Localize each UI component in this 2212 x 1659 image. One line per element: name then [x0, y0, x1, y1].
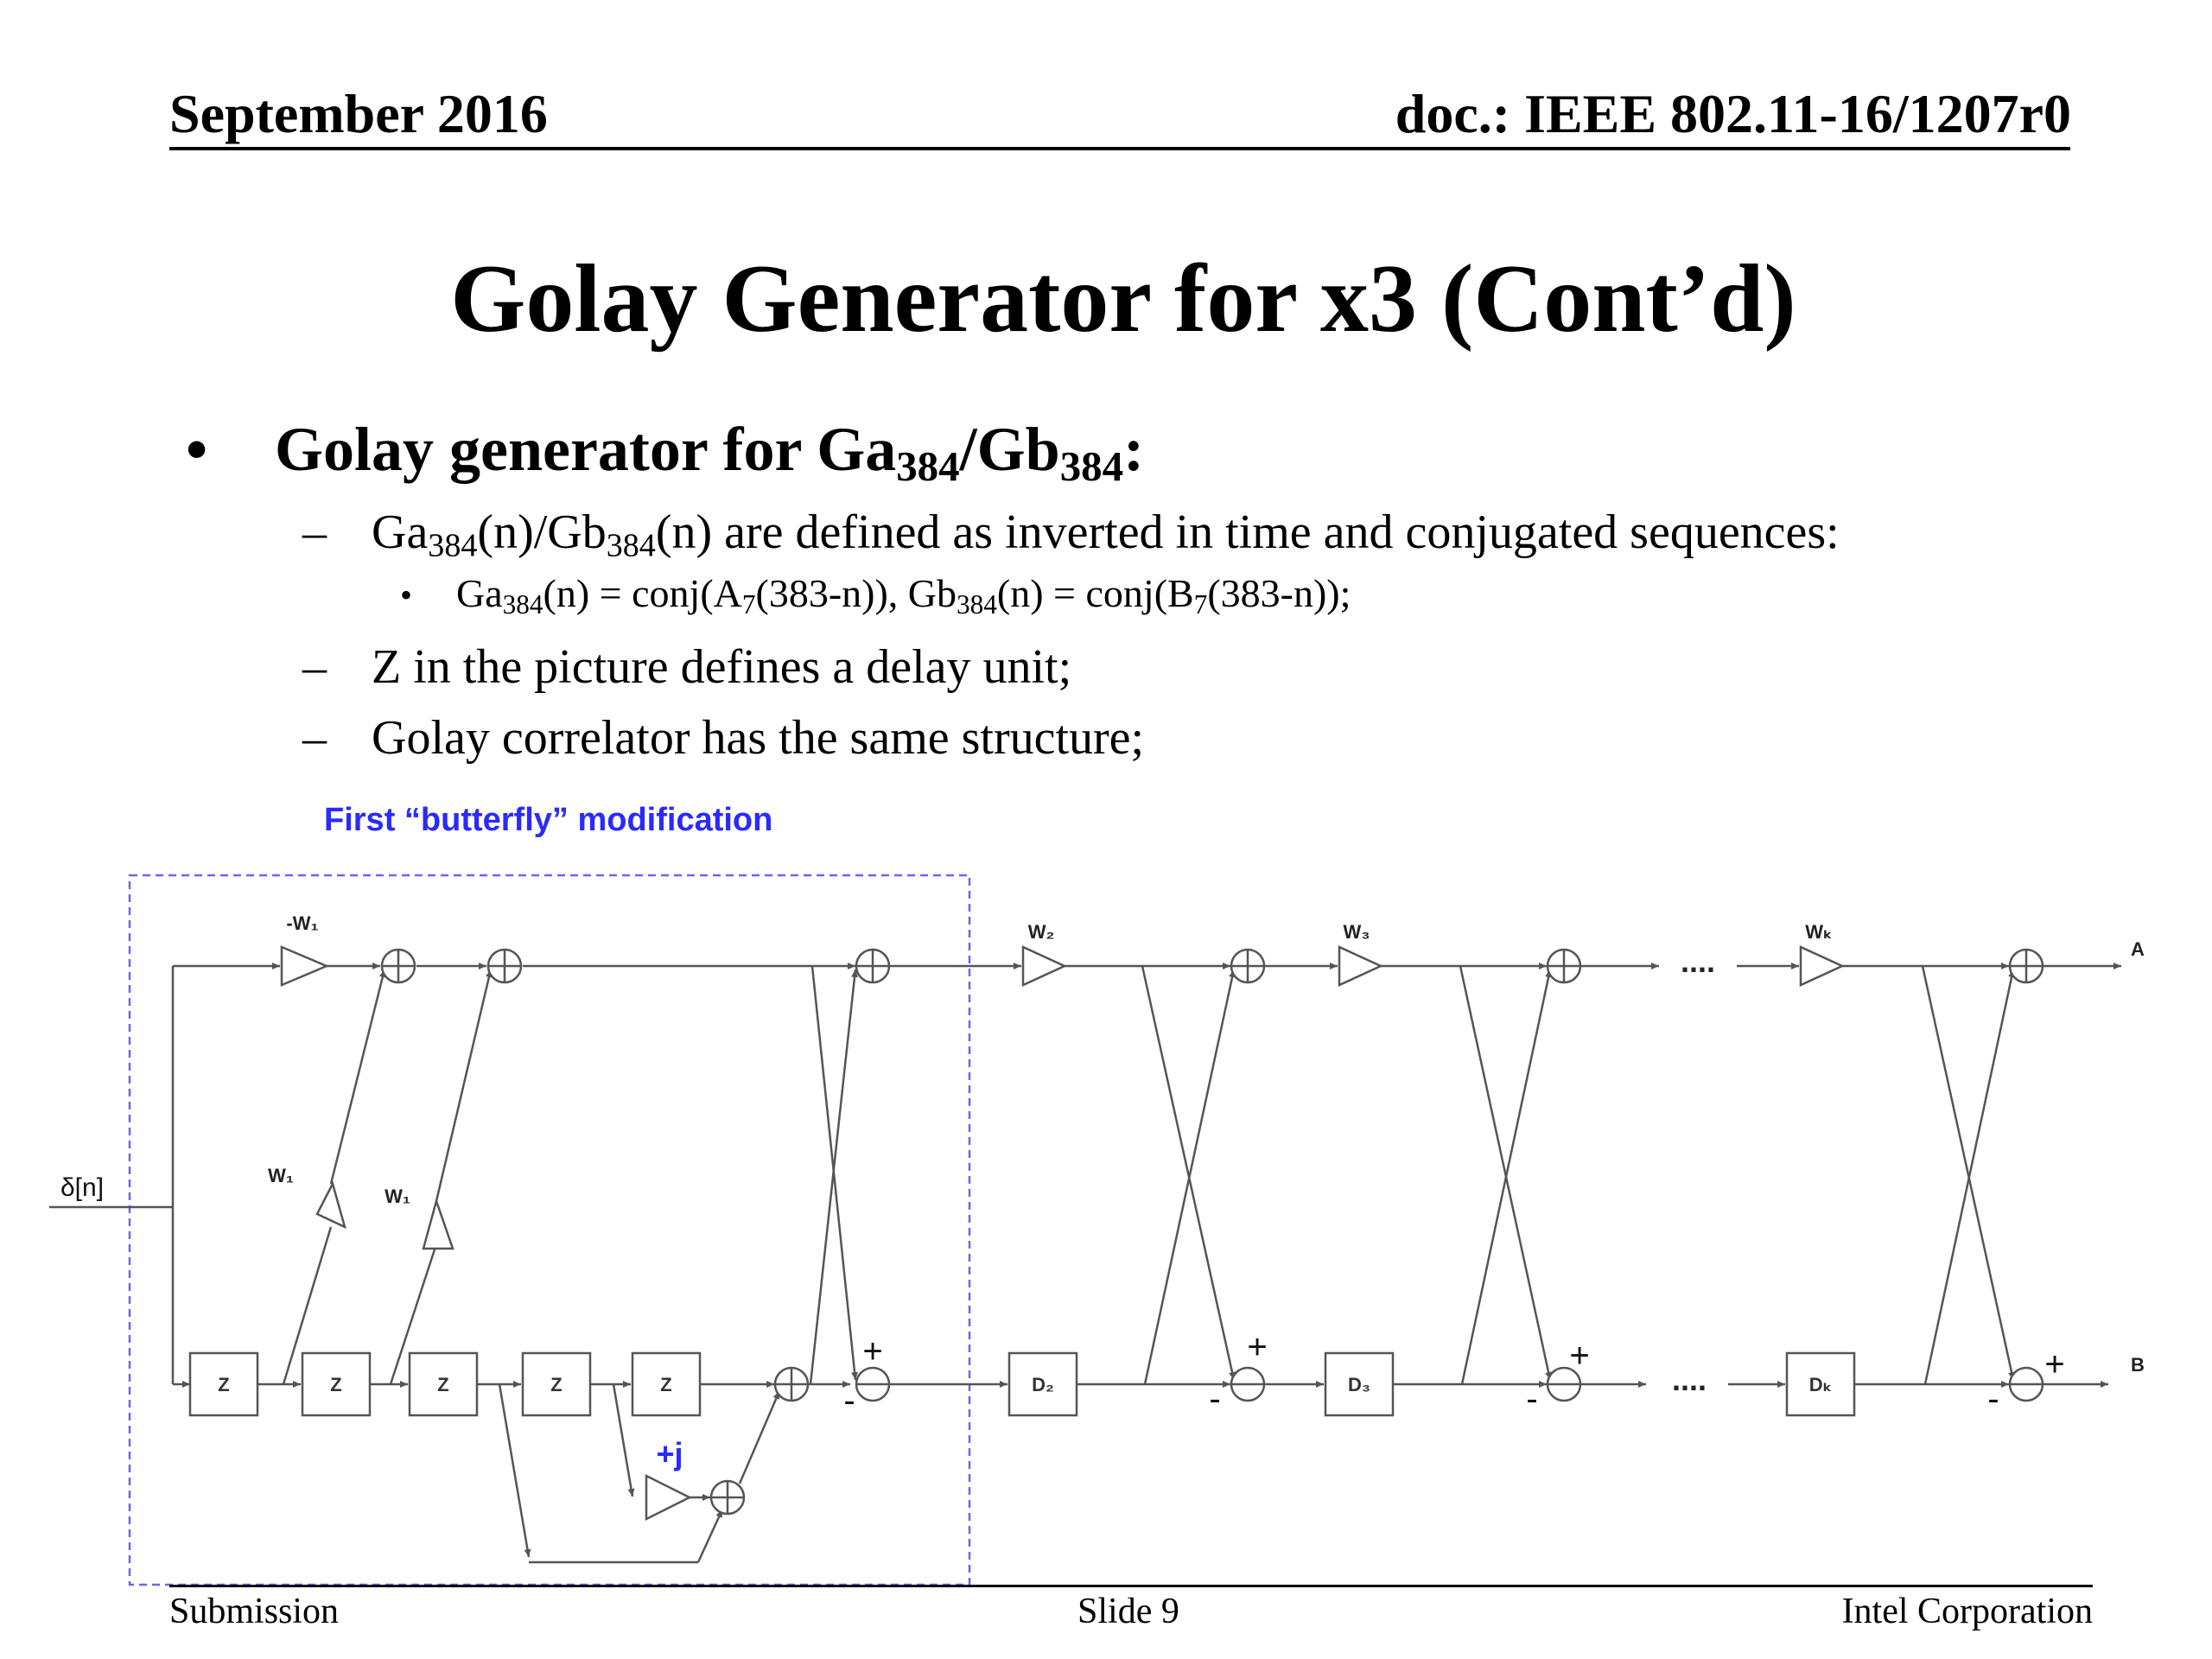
bullet-level3-formula: •Ga384(n) = conj(A7(383-n)), Gb384(n) = … — [400, 571, 1351, 618]
subtractor-2 — [1230, 1366, 1266, 1402]
bullet-level2-delay: –Z in the picture defines a delay unit; — [302, 643, 1071, 691]
subtractor-3 — [1546, 1366, 1582, 1402]
adder-top-5 — [1546, 948, 1582, 984]
bullet-text: /Gb — [959, 415, 1060, 484]
bullet-marker: – — [302, 505, 327, 559]
bullet-text: Z in the picture defines a delay unit; — [372, 640, 1072, 694]
gain-w3-label: W₃ — [1344, 921, 1370, 943]
delay-z-2-label: Z — [330, 1374, 341, 1395]
bullet-level2-correlator: –Golay correlator has the same structure… — [302, 714, 1144, 762]
delay-dk-label: Dₖ — [1809, 1374, 1833, 1395]
butterfly-annotation: First “butterfly” modification — [324, 802, 773, 838]
minus-sign-1: - — [843, 1382, 855, 1420]
bullet-marker: • — [186, 415, 208, 484]
bullet-text: Golay correlator has the same structure; — [372, 711, 1145, 765]
gain-w3-triangle — [1338, 945, 1384, 987]
subscript: 384 — [428, 527, 478, 564]
delay-z-2 — [301, 1351, 372, 1417]
formula-text: (383-n)); — [1207, 571, 1351, 615]
plus-sign-4: + — [2044, 1345, 2064, 1383]
delay-z-5-label: Z — [660, 1374, 671, 1395]
delay-z-1 — [188, 1351, 259, 1417]
bullet-text: : — [1123, 415, 1145, 484]
bullet-marker: • — [400, 575, 413, 614]
delay-d3-label: D₃ — [1348, 1374, 1370, 1395]
delay-z-5 — [631, 1351, 702, 1417]
formula-text: (383-n)), Gb — [755, 571, 957, 615]
output-a-label: A — [2131, 938, 2145, 960]
subscript: 384 — [957, 588, 997, 620]
ellipsis-top: .... — [1681, 944, 1715, 979]
footer-company: Intel Corporation — [1841, 1592, 2093, 1631]
footer-submission: Submission — [169, 1592, 340, 1631]
bullet-level1: •Golay generator for Ga384/Gb384: — [186, 415, 1144, 487]
gain-neg-w1-label: -W₁ — [286, 912, 318, 934]
gain-w2-label: W₂ — [1028, 921, 1055, 943]
gain-wk-label: Wₖ — [1805, 921, 1833, 943]
subscript: 384 — [1059, 442, 1124, 491]
adder-top-4 — [1230, 948, 1266, 984]
gain-wk-triangle — [1799, 945, 1846, 987]
delay-z-3-label: Z — [437, 1374, 448, 1395]
header-rule — [169, 147, 2070, 150]
subtractor-1 — [855, 1366, 891, 1402]
formula-text: (n) = conj(B — [996, 571, 1194, 615]
header-date: September 2016 — [169, 83, 548, 144]
formula-text: (n) = conj(A — [543, 571, 742, 615]
bullet-text: Ga — [372, 505, 429, 559]
bullet-marker: – — [302, 640, 327, 694]
input-delta-label: δ[n] — [60, 1173, 104, 1202]
bullet-text: Golay generator for Ga — [275, 415, 897, 484]
adder-top-2 — [486, 948, 523, 984]
ellipsis-bottom: .... — [1672, 1362, 1707, 1397]
minus-sign-4: - — [1987, 1380, 1999, 1418]
plus-j-label: +j — [656, 1436, 683, 1471]
output-b-label: B — [2131, 1354, 2145, 1376]
delay-z-4 — [521, 1351, 592, 1417]
slide-title: Golay Generator for x3 (Cont’d) — [450, 245, 1796, 353]
minus-sign-3: - — [1526, 1380, 1537, 1418]
adder-top-6 — [2008, 948, 2044, 984]
delay-d2 — [1007, 1351, 1078, 1417]
gain-plus-j-triangle — [645, 1473, 692, 1522]
footer-rule — [169, 1585, 2093, 1587]
subscript: 7 — [741, 588, 756, 620]
gain-w1-branch2-label: W₁ — [385, 1185, 410, 1207]
adder-plus-j — [709, 1479, 746, 1516]
gain-w1-branch1-label: W₁ — [268, 1165, 294, 1186]
gain-w2-triangle — [1021, 945, 1068, 987]
delay-z-1-label: Z — [218, 1374, 229, 1395]
subscript: 7 — [1193, 588, 1208, 620]
gain-neg-w1-triangle — [280, 945, 330, 987]
formula-text: Ga — [456, 571, 503, 615]
subscript: 384 — [606, 527, 656, 564]
adder-top-1 — [380, 948, 416, 984]
subscript: 384 — [502, 588, 543, 620]
header-doc-id: doc.: IEEE 802.11-16/1207r0 — [1395, 83, 2071, 144]
delay-z-4-label: Z — [550, 1374, 562, 1395]
delay-z-3 — [408, 1351, 479, 1417]
subtractor-4 — [2008, 1366, 2044, 1402]
minus-sign-2: - — [1209, 1380, 1220, 1418]
footer-slide-number: Slide 9 — [1077, 1592, 1179, 1631]
bullet-text: (n)/Gb — [477, 505, 607, 559]
delay-dk — [1785, 1351, 1856, 1417]
adder-bottom-1 — [773, 1366, 810, 1402]
plus-sign-2: + — [1247, 1328, 1267, 1366]
butterfly-box — [128, 874, 971, 1586]
gain-w1-branch2-triangle — [422, 1197, 454, 1250]
subscript: 384 — [896, 442, 960, 491]
plus-sign-3: + — [1569, 1337, 1589, 1375]
bullet-level2-definition: –Ga384(n)/Gb384(n) are defined as invert… — [302, 505, 1840, 563]
delay-d3 — [1324, 1351, 1395, 1417]
plus-sign-1: + — [862, 1332, 882, 1370]
delay-d2-label: D₂ — [1032, 1374, 1054, 1395]
adder-top-3 — [855, 948, 891, 984]
bullet-marker: – — [302, 711, 327, 765]
gain-w1-branch1-triangle — [315, 1180, 346, 1230]
bullet-text: (n) are defined as inverted in time and … — [655, 505, 1840, 559]
